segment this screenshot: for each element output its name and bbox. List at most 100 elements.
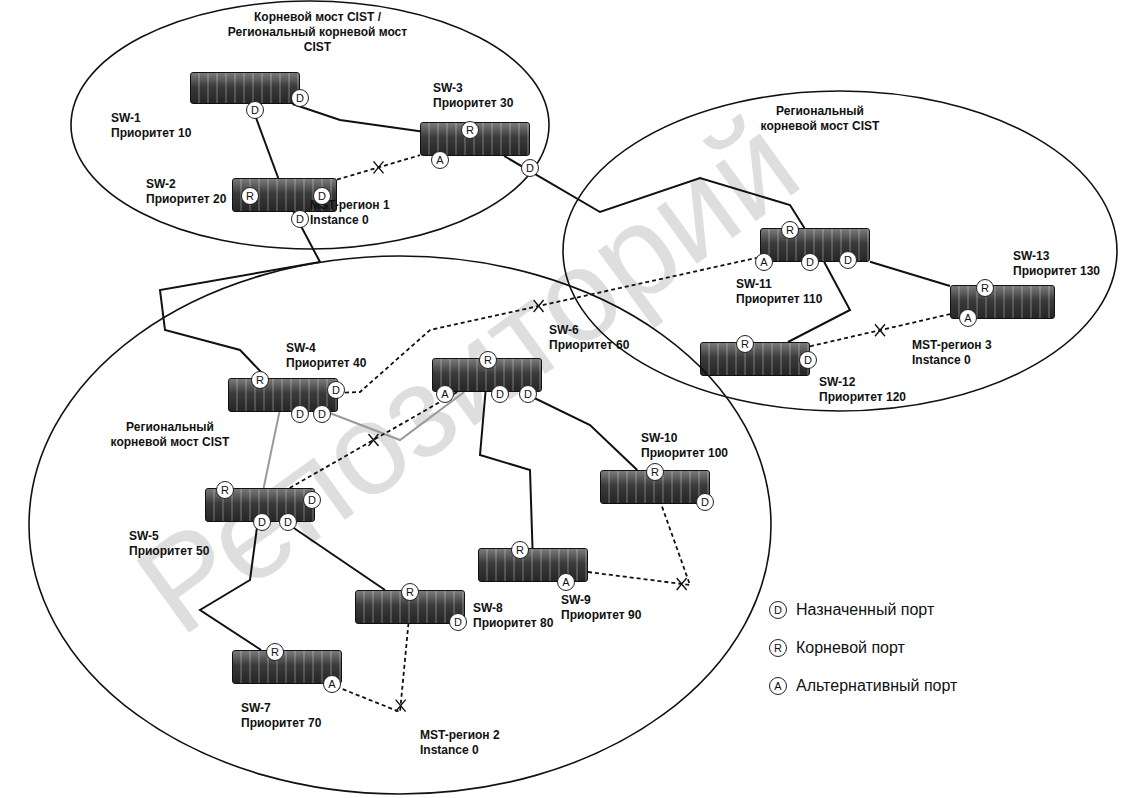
port-role-marker: D [449, 613, 467, 631]
switch-name: SW-5 [129, 529, 159, 544]
port-role-marker: R [401, 583, 419, 601]
switch-priority: Приоритет 40 [286, 356, 366, 371]
region-heading: Региональный корневой мост CIST [750, 104, 890, 134]
port-role-marker: D [303, 491, 321, 509]
block-cross [677, 578, 687, 590]
block-cross [369, 434, 379, 446]
port-role-marker: D [327, 381, 345, 399]
switch-name: SW-13 [1013, 249, 1049, 264]
port-role-marker: R [781, 221, 799, 239]
port-role-marker: A [959, 309, 977, 327]
region-name: MST-регион 2 Instance 0 [420, 728, 515, 758]
switch-priority: Приоритет 110 [736, 292, 822, 307]
legend-port-symbol: D [769, 601, 787, 619]
active-link [285, 522, 385, 590]
active-link [870, 262, 950, 286]
mst-region-ellipse: Региональный корневой мост CIST MST-регио… [28, 255, 772, 795]
switch-priority: Приоритет 60 [549, 338, 629, 353]
port-role-marker: A [755, 253, 773, 271]
port-role-marker: D [799, 351, 817, 369]
port-role-marker: D [246, 101, 264, 119]
port-role-marker: R [216, 481, 234, 499]
port-role-marker: A [436, 385, 454, 403]
port-role-marker: R [646, 463, 664, 481]
port-role-marker: A [323, 675, 341, 693]
blocked-link [588, 504, 690, 585]
blocked-link [338, 257, 760, 393]
active-link [480, 392, 533, 548]
port-role-marker: D [491, 385, 509, 403]
region-heading: Корневой мост CIST / Региональный корнев… [215, 10, 420, 55]
active-link [293, 104, 421, 131]
legend-text: Альтернативный порт [796, 676, 957, 696]
port-role-marker: D [696, 493, 714, 511]
mst-region-ellipse: Региональный корневой мост CIST MST-регио… [562, 90, 1118, 412]
switch-name: SW-3 [433, 81, 463, 96]
port-role-marker: D [519, 385, 537, 403]
active-link [522, 392, 637, 470]
port-role-marker: R [479, 351, 497, 369]
switch-name: SW-6 [549, 323, 579, 338]
switch-name: SW-10 [641, 431, 677, 446]
switch-priority: Приоритет 10 [111, 126, 191, 141]
blocked-link [337, 155, 420, 179]
switch-name: SW-1 [111, 111, 141, 126]
active-link [160, 212, 320, 378]
port-role-marker: R [511, 541, 529, 559]
switch-name: SW-12 [819, 375, 855, 390]
port-role-marker: A [557, 573, 575, 591]
port-role-marker: D [521, 159, 539, 177]
port-role-marker: R [251, 371, 269, 389]
region-heading: Региональный корневой мост CIST [100, 420, 240, 450]
legend-port-symbol: R [769, 639, 787, 657]
switch-name: SW-7 [241, 701, 271, 716]
block-cross [875, 324, 885, 336]
port-role-marker: D [291, 89, 309, 107]
port-role-marker: D [291, 210, 309, 228]
switch-priority: Приоритет 70 [241, 716, 321, 731]
port-role-marker: R [266, 643, 284, 661]
switch-priority: Приоритет 20 [146, 192, 226, 207]
port-role-marker: D [253, 513, 271, 531]
port-role-marker: D [839, 251, 857, 269]
switch-priority: Приоритет 50 [129, 544, 209, 559]
port-role-marker: D [313, 405, 331, 423]
switch-name: SW-4 [286, 341, 316, 356]
region-name: MST-регион 3 Instance 0 [912, 338, 1007, 368]
port-role-marker: R [736, 335, 754, 353]
active-link [504, 156, 804, 228]
active-link [264, 412, 280, 488]
port-role-marker: D [279, 513, 297, 531]
active-link [200, 522, 261, 650]
switch-priority: Приоритет 90 [561, 608, 641, 623]
legend-text: Назначенный порт [796, 600, 934, 620]
switch-name: SW-8 [473, 601, 503, 616]
legend-text: Корневой порт [796, 638, 905, 658]
region-outline-ellipse [71, 1, 549, 249]
region-outline [28, 255, 772, 795]
port-role-marker: R [241, 187, 259, 205]
port-role-marker: A [431, 151, 449, 169]
region-outline-ellipse [29, 256, 771, 794]
switch-priority: Приоритет 30 [433, 96, 513, 111]
switch-device: SW-12Приоритет 120 [700, 342, 810, 376]
region-outline-ellipse [563, 91, 1117, 411]
block-cross [374, 161, 384, 173]
switch-priority: Приоритет 130 [1013, 264, 1100, 279]
switch-priority: Приоритет 120 [819, 390, 906, 405]
block-cross [396, 700, 406, 712]
port-role-marker: R [461, 121, 479, 139]
port-role-marker: R [976, 279, 994, 297]
switch-name: SW-9 [561, 593, 591, 608]
switch-name: SW-11 [736, 277, 772, 292]
switch-priority: Приоритет 100 [641, 446, 728, 461]
port-role-marker: D [313, 187, 331, 205]
switch-device: SW-1Приоритет 10 [190, 72, 300, 104]
switch-name: SW-2 [146, 177, 176, 192]
legend-port-symbol: A [769, 677, 787, 695]
port-role-marker: D [801, 253, 819, 271]
port-role-marker: D [291, 405, 309, 423]
switch-priority: Приоритет 80 [473, 616, 553, 631]
block-cross [534, 300, 544, 312]
